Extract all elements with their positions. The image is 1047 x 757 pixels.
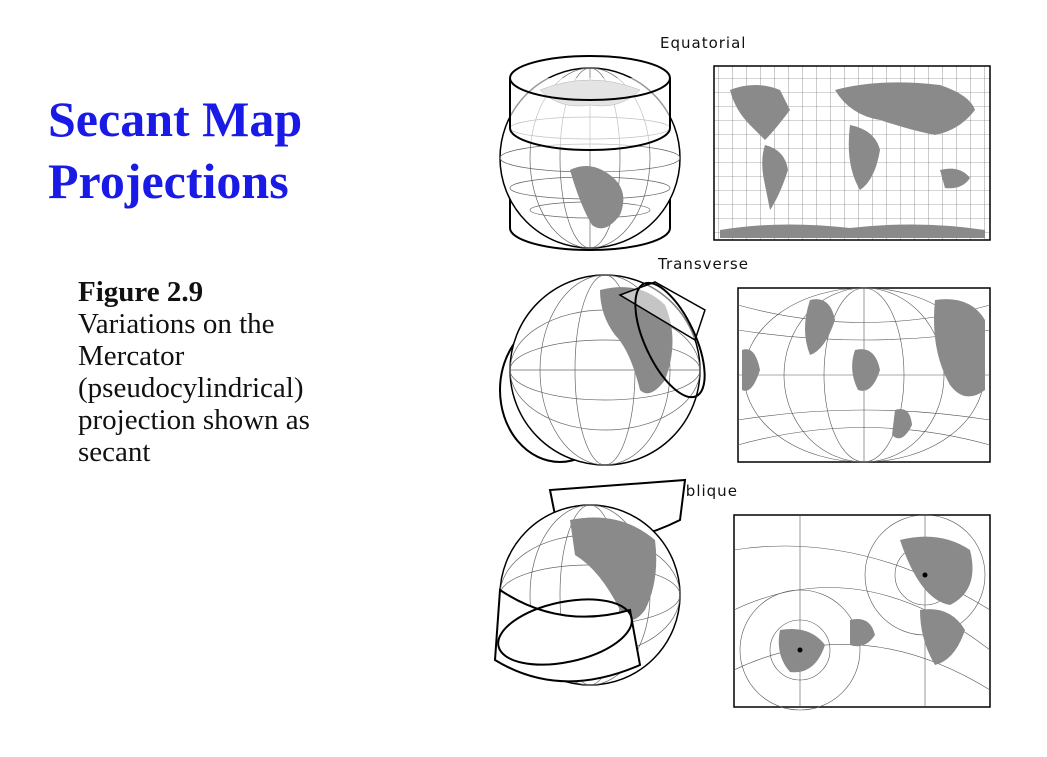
- oblique-globe-diagram: [493, 478, 687, 686]
- caption-line-2: Mercator: [78, 340, 185, 372]
- equatorial-map: [713, 65, 991, 241]
- equatorial-globe-diagram: [499, 55, 681, 251]
- transverse-map: [737, 287, 991, 463]
- figure-caption: Figure 2.9 Variations on the Mercator (p…: [78, 276, 398, 468]
- caption-line-1: Variations on the: [78, 308, 275, 340]
- transverse-globe-diagram: [499, 274, 706, 466]
- caption-line-5: secant: [78, 436, 151, 468]
- oblique-label: Oblique: [673, 482, 738, 500]
- caption-line-4: projection shown as: [78, 404, 310, 436]
- figure-number: Figure 2.9: [78, 276, 204, 308]
- equatorial-label: Equatorial: [660, 34, 747, 52]
- projection-illustrations: [493, 55, 991, 711]
- transverse-label: Transverse: [658, 255, 749, 273]
- slide-title: Secant Map Projections: [48, 88, 448, 212]
- caption-line-3: (pseudocylindrical): [78, 372, 304, 404]
- slide-title-line-1: Secant Map: [48, 91, 303, 147]
- oblique-map: [733, 514, 991, 711]
- slide-title-line-2: Projections: [48, 153, 289, 209]
